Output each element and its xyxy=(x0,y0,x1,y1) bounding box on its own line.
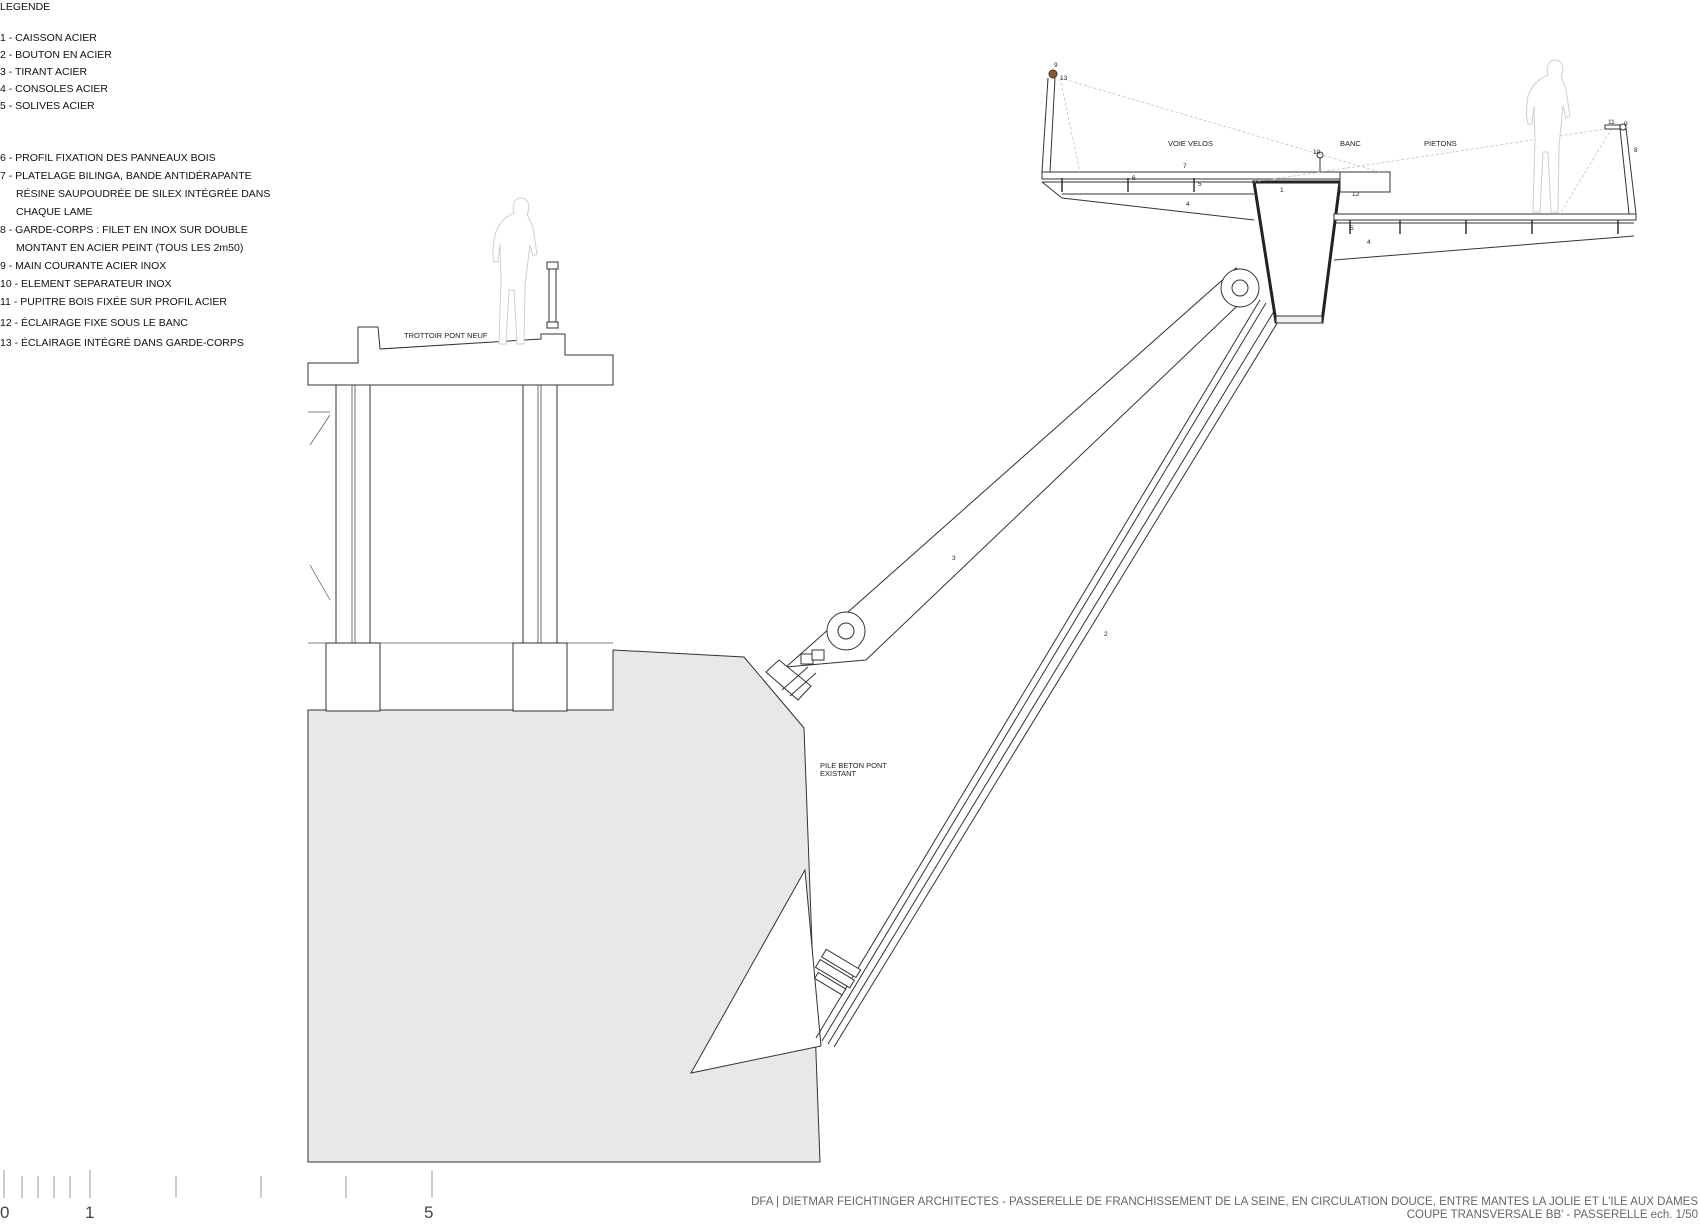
callout-9: 9 xyxy=(1054,62,1058,69)
anchor-plate xyxy=(765,649,825,701)
label-voie-velos: VOIE VELOS xyxy=(1168,139,1213,148)
title-line-drawing: COUPE TRANSVERSALE BB' - PASSERELLE ech.… xyxy=(1406,1209,1698,1221)
lower-deck xyxy=(1333,213,1637,261)
legend-item: 12 - ÉCLAIRAGE FIXE SOUS LE BANC xyxy=(0,317,188,329)
label-trottoir: TROTTOIR PONT NEUF xyxy=(404,331,488,340)
handrail-lamp xyxy=(1048,69,1058,79)
callout-5: 5 xyxy=(1350,225,1354,232)
scale-label-five: 5 xyxy=(424,1203,434,1222)
label-banc: BANC xyxy=(1340,139,1361,148)
steel-boom xyxy=(813,299,1285,1048)
legend-item: 6 - PROFIL FIXATION DES PANNEAUX BOIS xyxy=(0,152,216,164)
guardrail-left xyxy=(1041,69,1381,173)
column-base-right xyxy=(512,642,568,712)
upper-deck xyxy=(1041,171,1391,221)
callout-1: 1 xyxy=(1280,187,1284,194)
legend-item: MONTANT EN ACIER PEINT (TOUS LES 2m50) xyxy=(16,242,244,254)
legend-item: RÉSINE SAUPOUDRÉE DE SILEX INTÉGRÉE DANS xyxy=(16,188,271,200)
human-silhouette xyxy=(1526,59,1571,213)
tie-rod xyxy=(784,267,1256,668)
callout-7: 7 xyxy=(1183,163,1187,170)
pier-chamfer xyxy=(690,868,822,1074)
callout-10: 10 xyxy=(1313,149,1321,156)
label-pietons: PIETONS xyxy=(1424,139,1457,148)
concrete-pier xyxy=(307,649,821,1163)
column-left xyxy=(335,384,371,644)
callout-9: 9 xyxy=(1624,121,1628,128)
callout-6: 6 xyxy=(1132,175,1136,182)
callout-11: 11 xyxy=(1608,119,1615,126)
callout-8: 8 xyxy=(1634,147,1638,154)
column-right xyxy=(522,384,558,644)
legend-item: CHAQUE LAME xyxy=(16,206,93,218)
label-pile: EXISTANT xyxy=(820,769,857,778)
human-silhouette xyxy=(492,197,538,345)
legend-title: LEGENDE xyxy=(0,1,51,13)
label-pile: PILE BETON PONT xyxy=(820,761,887,770)
legend-item: 3 - TIRANT ACIER xyxy=(0,66,88,78)
legend-item: 2 - BOUTON EN ACIER xyxy=(0,49,112,61)
legend-item: 1 - CAISSON ACIER xyxy=(0,32,97,44)
separator-element xyxy=(1316,151,1324,159)
title-line-project: DFA | DIETMAR FEICHTINGER ARCHITECTES - … xyxy=(751,1196,1698,1208)
existing-railing xyxy=(548,261,557,327)
title-block: DFA | DIETMAR FEICHTINGER ARCHITECTES - … xyxy=(751,1196,1698,1222)
legend-item: 4 - CONSOLES ACIER xyxy=(0,83,108,95)
column-base-left xyxy=(325,642,381,712)
legend-item: 8 - GARDE-CORPS : FILET EN INOX SUR DOUB… xyxy=(0,224,248,236)
scale-label-one: 1 xyxy=(85,1203,95,1222)
legend-item: 10 - ELEMENT SEPARATEUR INOX xyxy=(0,278,172,290)
scale-bar xyxy=(3,1170,433,1198)
legend-item: 9 - MAIN COURANTE ACIER INOX xyxy=(0,260,167,272)
legend-item: 13 - ÉCLAIRAGE INTÉGRÉ DANS GARDE-CORPS xyxy=(0,337,244,349)
steel-caisson xyxy=(1252,180,1342,324)
callout-3: 3 xyxy=(952,555,956,562)
legend-item: 7 - PLATELAGE BILINGA, BANDE ANTIDÉRAPAN… xyxy=(0,170,252,182)
bridge-deck xyxy=(307,326,614,386)
legend-item: 11 - PUPITRE BOIS FIXÉE SUR PROFIL ACIER xyxy=(0,296,227,308)
callout-5: 5 xyxy=(1198,181,1202,188)
callout-2: 2 xyxy=(1104,631,1108,638)
callout-12: 12 xyxy=(1352,191,1360,198)
callout-4: 4 xyxy=(1186,201,1190,208)
callout-13: 13 xyxy=(1060,75,1068,82)
scale-label-zero: 0 xyxy=(0,1203,10,1222)
legend-item: 5 - SOLIVES ACIER xyxy=(0,100,95,112)
callout-4: 4 xyxy=(1367,239,1371,246)
